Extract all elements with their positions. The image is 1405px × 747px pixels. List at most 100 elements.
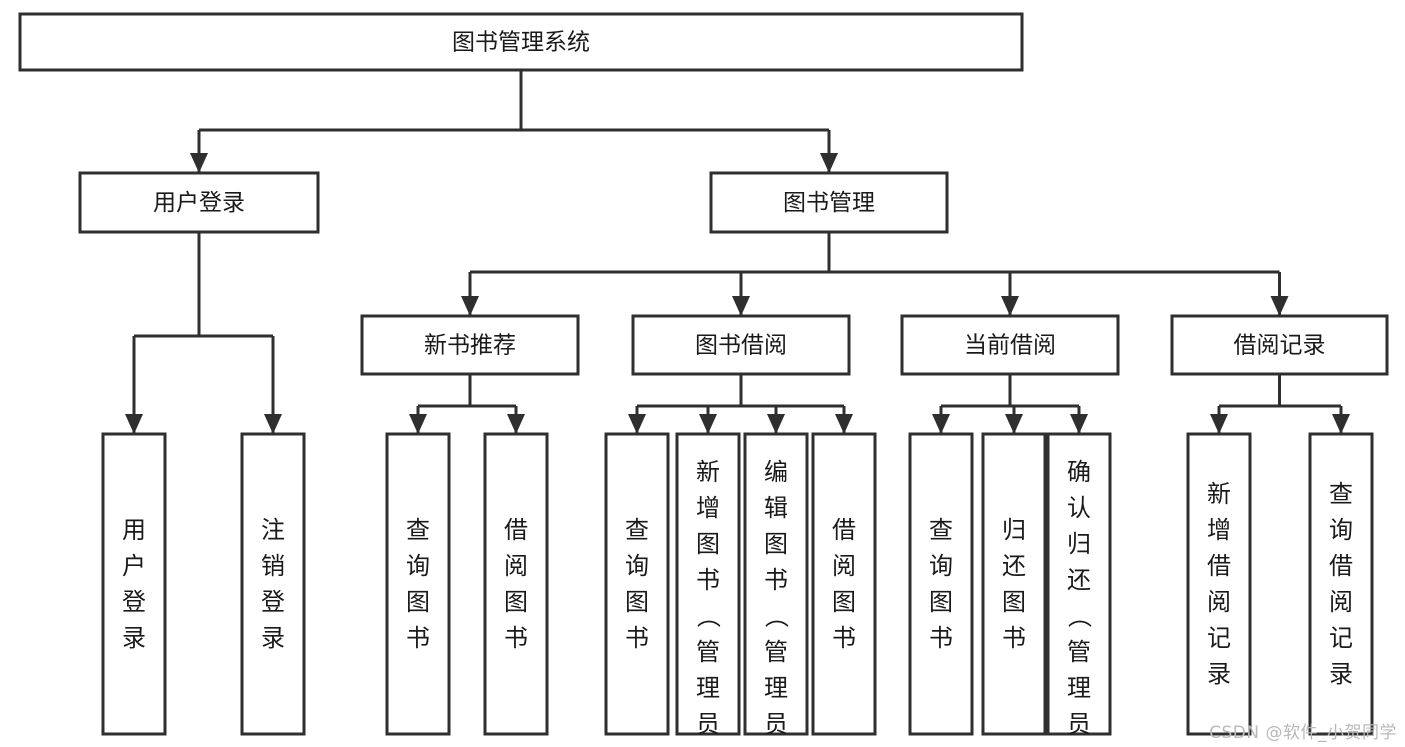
nodes-layer: 图书管理系统用户登录图书管理新书推荐图书借阅当前借阅借阅记录用户登录注销登录查询… (18, 12, 1389, 747)
arrow-head-icon (264, 414, 282, 434)
leaf-node-leaf-edit-book-char: 管 (764, 638, 788, 666)
level2-node-borrow-record[interactable]: 借阅记录 (1170, 314, 1389, 376)
root-node-root[interactable]: 图书管理系统 (18, 12, 1024, 72)
arrow-head-icon (507, 414, 525, 434)
leaf-node-leaf-query-book-1-char: 图 (406, 588, 430, 616)
level2-node-new-book-recommend[interactable]: 新书推荐 (360, 314, 580, 376)
leaf-node-leaf-query-book-2-char: 书 (625, 624, 649, 652)
leaf-node-leaf-add-record-char: 记 (1207, 624, 1231, 652)
conn-bookmanage-to-level2 (461, 232, 1289, 316)
leaf-node-leaf-borrow-book-1-char: 阅 (504, 552, 528, 580)
level1-node-user-login[interactable]: 用户登录 (78, 171, 320, 234)
level2-node-current-borrow-label: 当前借阅 (964, 333, 1056, 359)
leaf-node-leaf-edit-book-char: 理 (764, 674, 788, 702)
leaf-node-leaf-logout-login-char: 销 (261, 552, 285, 580)
leaf-node-leaf-query-book-3-char: 书 (929, 624, 953, 652)
leaf-node-leaf-confirm-return-char: 认 (1067, 494, 1091, 522)
leaf-node-leaf-add-book-char: 书 (696, 566, 720, 594)
leaf-node-leaf-query-book-1-char: 书 (406, 624, 430, 652)
conn-record-to-leaves (1210, 374, 1350, 434)
leaf-node-leaf-borrow-book-1-char: 图 (504, 588, 528, 616)
leaf-node-leaf-query-book-3-char: 图 (929, 588, 953, 616)
leaf-node-leaf-user-login-char: 户 (122, 552, 146, 580)
leaf-node-leaf-add-book-char: 理 (696, 674, 720, 702)
level1-node-book-manage[interactable]: 图书管理 (709, 171, 949, 234)
arrow-head-icon (409, 414, 427, 434)
leaf-node-leaf-query-book-1-rect[interactable] (385, 432, 451, 736)
leaf-node-leaf-user-login[interactable]: 用户登录 (101, 432, 167, 736)
leaf-node-leaf-confirm-return-char: 归 (1067, 530, 1091, 558)
leaf-node-leaf-logout-login-char: 注 (261, 516, 285, 544)
level1-node-user-login-rect[interactable] (78, 171, 320, 234)
leaf-node-leaf-query-book-1-char: 询 (406, 552, 430, 580)
leaf-node-leaf-add-book-char: 增 (696, 494, 720, 522)
arrow-head-icon (767, 414, 785, 434)
level2-node-borrow-record-label: 借阅记录 (1234, 333, 1326, 359)
leaf-node-leaf-query-record-char: 询 (1329, 516, 1353, 544)
leaf-node-leaf-query-book-3-char: 查 (929, 516, 953, 544)
leaf-node-leaf-borrow-book-2-char: 图 (832, 588, 856, 616)
leaf-node-leaf-query-record-char: 录 (1329, 660, 1353, 688)
leaf-node-leaf-edit-book-char: 员 (764, 710, 788, 738)
arrow-head-icon (190, 153, 208, 173)
leaf-node-leaf-edit-book-char: （ (762, 604, 790, 628)
arrow-head-icon (1332, 414, 1350, 434)
leaf-node-leaf-add-book-char: （ (694, 604, 722, 628)
level2-node-current-borrow[interactable]: 当前借阅 (900, 314, 1120, 376)
leaf-node-leaf-user-login-char: 用 (122, 516, 146, 544)
leaf-node-leaf-query-book-2-rect[interactable] (604, 432, 670, 736)
conn-recommend-to-leaves (409, 374, 525, 434)
leaf-node-leaf-user-login-char: 录 (122, 624, 146, 652)
leaf-node-leaf-edit-book-char: 书 (764, 566, 788, 594)
leaf-node-leaf-query-record-char: 阅 (1329, 588, 1353, 616)
leaf-node-leaf-logout-login-char: 录 (261, 624, 285, 652)
leaf-node-leaf-user-login-rect[interactable] (101, 432, 167, 736)
leaf-node-leaf-query-record-rect[interactable] (1308, 432, 1374, 736)
leaf-node-leaf-edit-book-char: 辑 (764, 494, 788, 522)
leaf-node-leaf-borrow-book-2-rect[interactable] (811, 432, 877, 736)
arrow-head-icon (1001, 296, 1019, 316)
leaf-node-leaf-return-book-rect[interactable] (981, 432, 1047, 736)
leaf-node-leaf-query-book-1-char: 查 (406, 516, 430, 544)
leaf-node-leaf-confirm-return-rect[interactable] (1046, 432, 1112, 736)
arrow-head-icon (461, 296, 479, 316)
level2-node-new-book-recommend-label: 新书推荐 (424, 333, 516, 359)
leaf-node-leaf-confirm-return-char: 确 (1067, 458, 1091, 486)
level1-node-book-manage-rect[interactable] (709, 171, 949, 234)
conn-borrow-to-leaves (628, 374, 853, 434)
leaf-node-leaf-confirm-return-char: 员 (1067, 710, 1091, 738)
level2-node-borrow-record-rect[interactable] (1170, 314, 1389, 376)
leaf-node-leaf-borrow-book-1-rect[interactable] (483, 432, 549, 736)
leaf-node-leaf-add-record-char: 借 (1207, 552, 1231, 580)
arrow-head-icon (1005, 414, 1023, 434)
leaf-node-leaf-edit-book-rect[interactable] (743, 432, 809, 736)
leaf-node-leaf-borrow-book-1-char: 书 (504, 624, 528, 652)
leaf-node-leaf-add-record-rect[interactable] (1186, 432, 1252, 736)
level2-node-book-borrow[interactable]: 图书借阅 (631, 314, 851, 376)
level2-node-book-borrow-label: 图书借阅 (695, 333, 787, 359)
level2-node-book-borrow-rect[interactable] (631, 314, 851, 376)
level2-node-new-book-recommend-rect[interactable] (360, 314, 580, 376)
leaf-node-leaf-add-book-rect[interactable] (675, 432, 741, 736)
root-node-root-rect[interactable] (18, 12, 1024, 72)
level1-node-book-manage-label: 图书管理 (783, 190, 875, 216)
level2-node-current-borrow-rect[interactable] (900, 314, 1120, 376)
arrow-head-icon (820, 153, 838, 173)
leaf-node-leaf-borrow-book-1-char: 借 (504, 516, 528, 544)
leaf-node-leaf-logout-login-rect[interactable] (240, 432, 306, 736)
connectors-layer (125, 70, 1350, 434)
leaf-node-leaf-return-book-char: 书 (1002, 624, 1026, 652)
leaf-node-leaf-query-book-3-rect[interactable] (908, 432, 974, 736)
